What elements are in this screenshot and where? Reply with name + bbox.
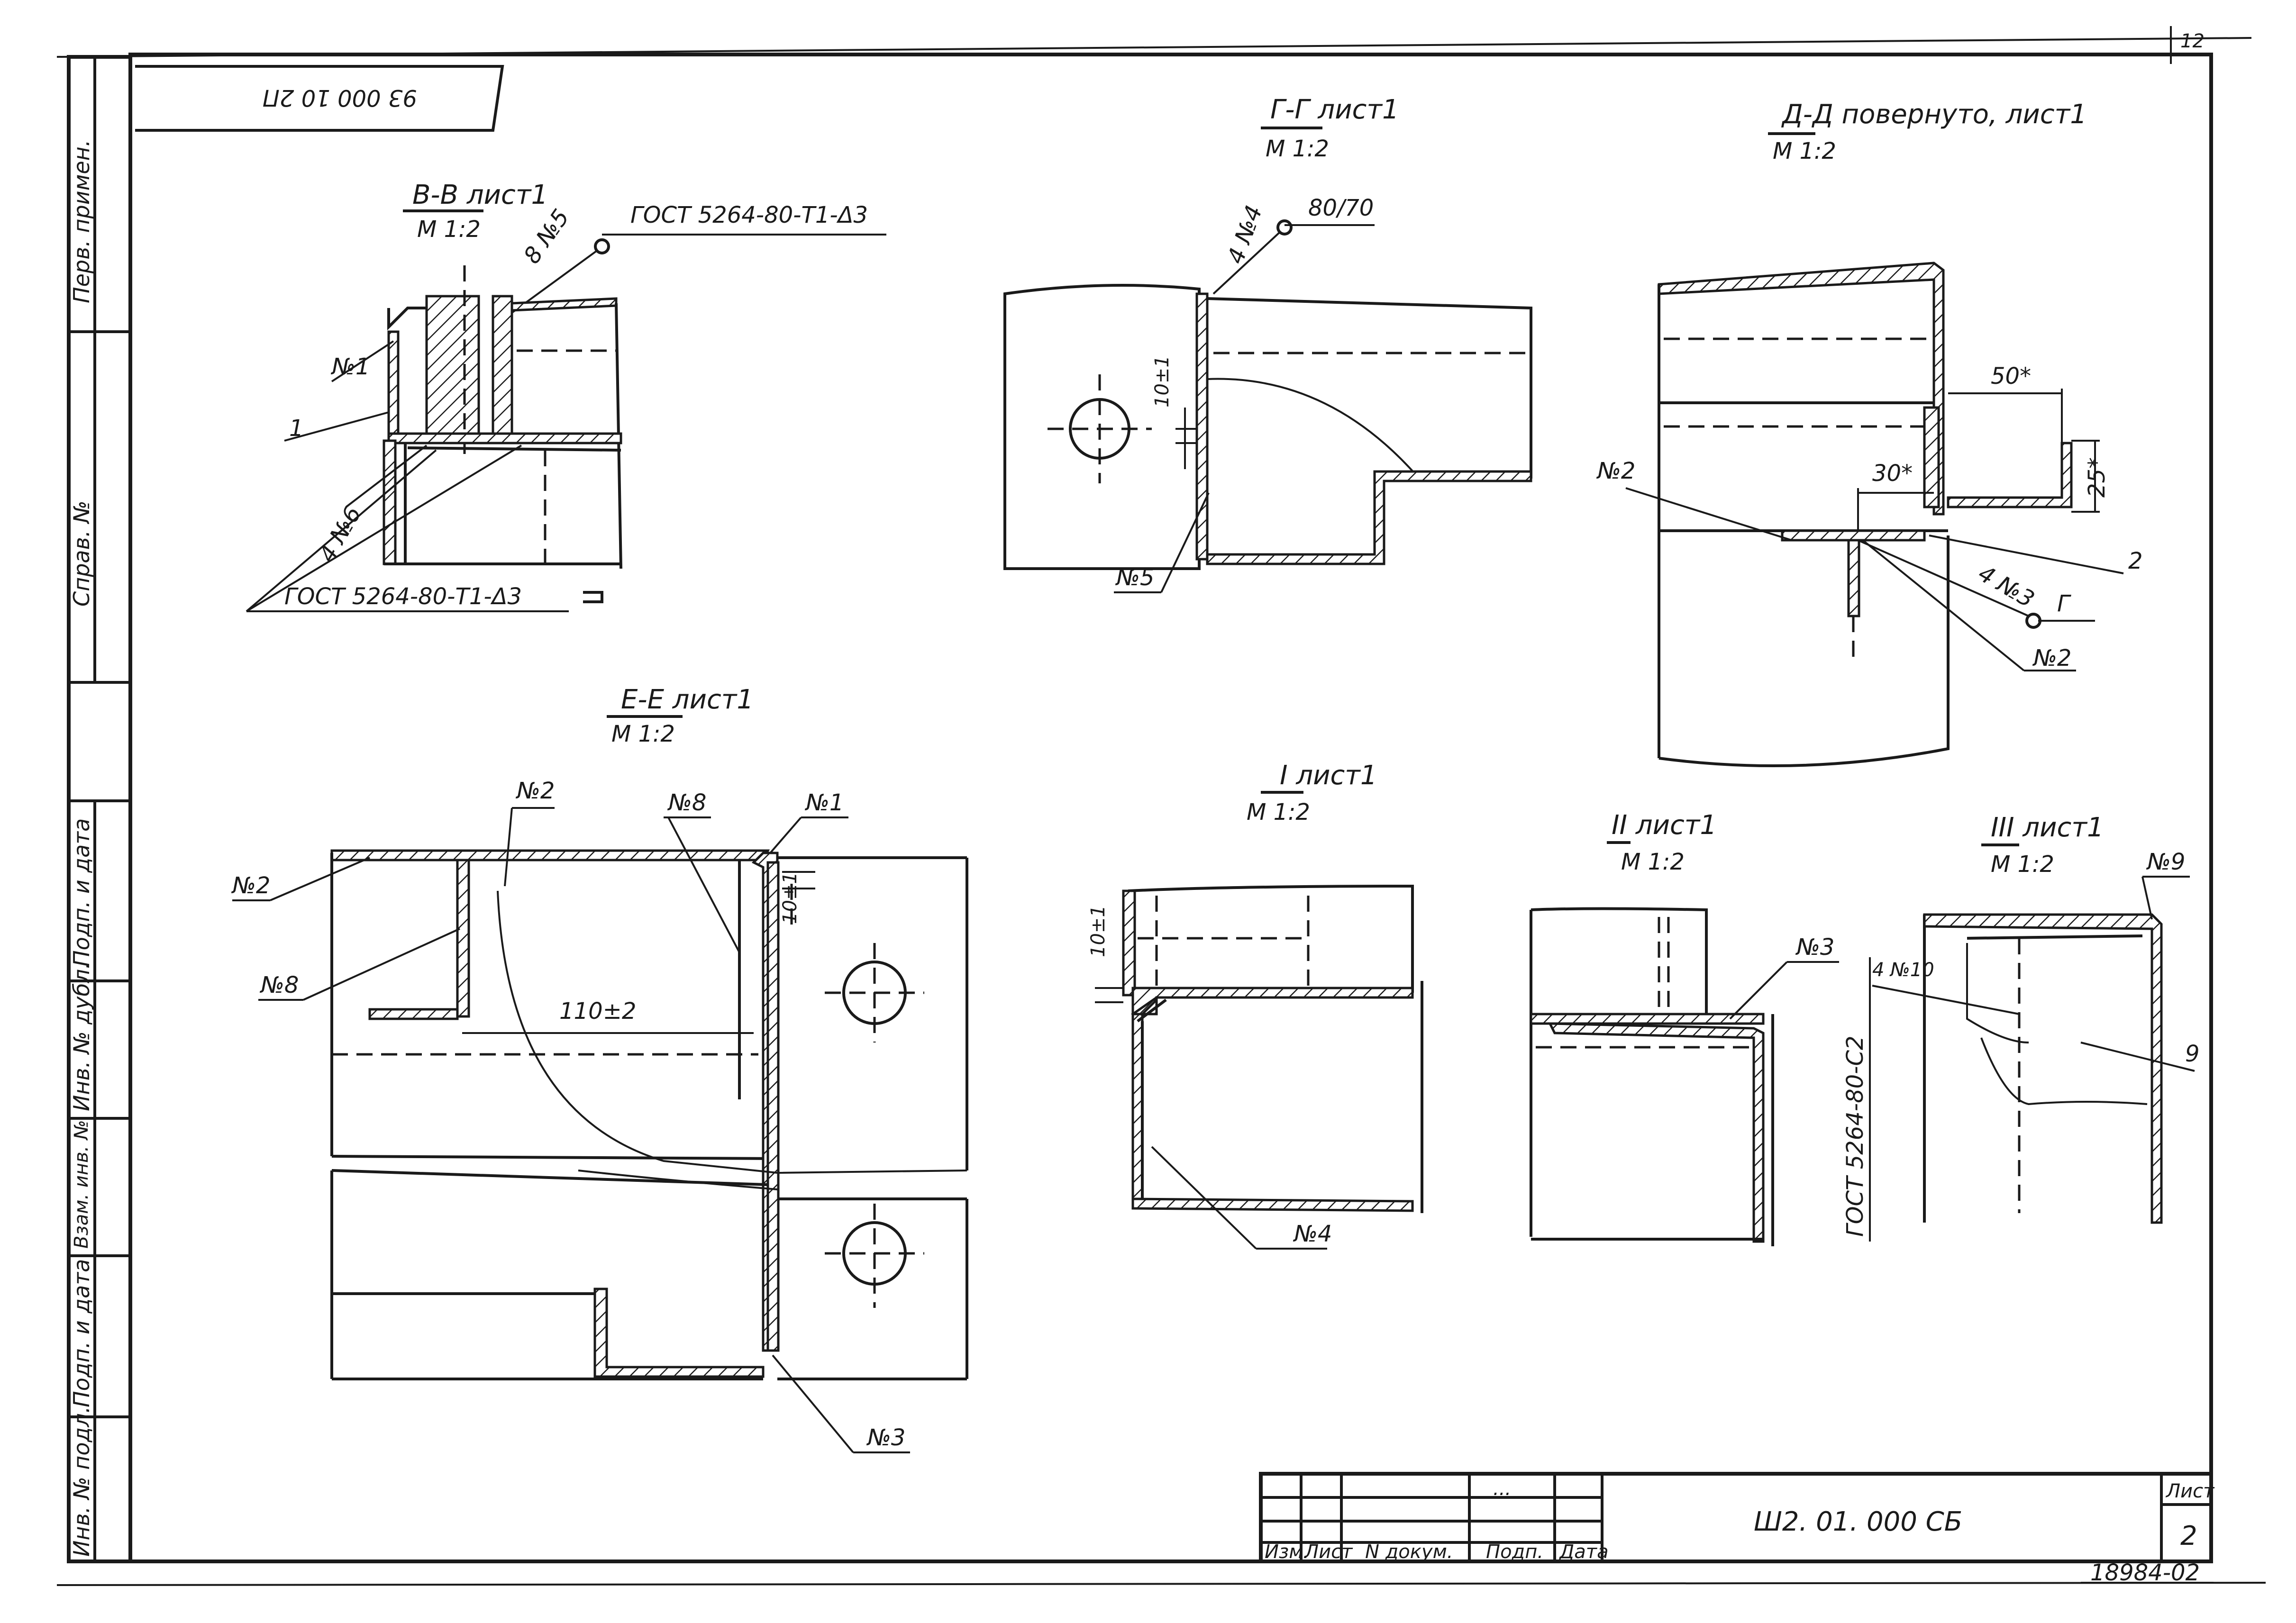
view-bb-gost-top: ГОСТ 5264-80-Т1-Δ3 — [630, 202, 868, 228]
view-dd-n2b: №2 — [2032, 645, 2071, 671]
view-dd-n2a: №2 — [1596, 458, 1635, 484]
stamp-topleft: 93 000 10 2П — [135, 65, 504, 132]
view-ii-scale: М 1:2 — [1621, 849, 1685, 875]
strip-perv-primen: Перв. примен. — [69, 140, 94, 303]
stamp-topleft-text: 93 000 10 2П — [263, 84, 417, 111]
view-bb: В-В лист1 М 1:2 ГОСТ 5264-80-Т1-Δ3 8 №5 … — [246, 180, 886, 612]
tb-col-data: Дата — [1558, 1541, 1609, 1563]
view-ee-n8a: №8 — [667, 789, 706, 816]
view-ee-dim: 110±2 — [559, 998, 636, 1025]
view-ee: Е-Е лист1 М 1:2 110±2 — [231, 684, 968, 1453]
view-gg-gap: 10±1 — [1151, 355, 1173, 408]
view-gg-weld: 4 №4 — [1222, 202, 1268, 267]
view-dd-pos2: 2 — [2128, 548, 2143, 574]
view-gg-n5: №5 — [1115, 564, 1154, 591]
view-bb-scale: М 1:2 — [417, 216, 481, 243]
tb-col-ndokum: N докум. — [1365, 1541, 1453, 1563]
view-iii-scale: М 1:2 — [1991, 851, 2054, 878]
view-ee-n2b: №2 — [515, 778, 555, 804]
tb-col-izm: Изм. — [1265, 1541, 1309, 1563]
view-iii-pos9: 9 — [2185, 1041, 2200, 1067]
tb-col-podp: Подп. — [1486, 1541, 1543, 1563]
tb-list-no: 2 — [2180, 1521, 2197, 1551]
view-i-gap: 10±1 — [1087, 905, 1109, 957]
view-ee-n3: №3 — [866, 1424, 905, 1451]
view-gg-dim: 80/70 — [1308, 195, 1374, 221]
view-ee-n8b: №8 — [259, 972, 299, 998]
view-iii-n10: 4 №10 — [1872, 959, 1934, 981]
view-dd-scale: М 1:2 — [1773, 138, 1836, 164]
view-i-title: I лист1 — [1280, 760, 1377, 791]
view-iii-n9: №9 — [2146, 849, 2185, 875]
view-i-n4: №4 — [1293, 1221, 1332, 1247]
strip-podp-data-1: Подп. и дата — [69, 818, 94, 967]
view-ee-n2a: №2 — [231, 872, 270, 899]
strip-sprav-no: Справ. № — [69, 500, 94, 607]
view-i-scale: М 1:2 — [1247, 799, 1310, 825]
view-ee-gap: 10±1 — [779, 872, 801, 924]
tb-col-list: Лист — [1303, 1541, 1353, 1563]
side-strip — [67, 55, 132, 1563]
strip-inv-no-podl: Инв. № подл. — [69, 1406, 94, 1557]
view-ee-scale: М 1:2 — [611, 721, 675, 747]
view-gg: Г-Г лист1 М 1:2 80/70 4 №4 10±1 №5 — [1003, 94, 1532, 593]
view-dd-dim50: 50* — [1991, 363, 2031, 390]
view-iii: III лист1 М 1:2 №9 4 №10 9 ГОСТ 5264-80-… — [1842, 812, 2200, 1242]
tb-list-label: Лист — [2165, 1480, 2215, 1502]
view-gg-scale: М 1:2 — [1266, 136, 1329, 162]
view-ee-n1: №1 — [804, 789, 844, 816]
view-iii-title: III лист1 — [1991, 812, 2104, 843]
view-dd: Д-Д повернуто, лист1 М 1:2 50* 25* 30* №… — [1596, 99, 2143, 767]
tb-designation: Ш2. 01. 000 СБ — [1754, 1506, 1962, 1537]
view-ii-title: II лист1 — [1612, 810, 1717, 841]
strip-podp-data-2: Подп. и дата — [69, 1259, 94, 1407]
sheet-frame — [56, 26, 2266, 1586]
view-bb-title: В-В лист1 — [412, 180, 548, 210]
view-ii-n3: №3 — [1795, 934, 1834, 961]
view-bb-gost-bottom: ГОСТ 5264-80-Т1-Δ3 — [284, 583, 522, 610]
view-bb-n6: 4 №6 — [314, 502, 367, 567]
view-ii: II лист1 М 1:2 №3 — [1530, 810, 1839, 1246]
strip-vzam-inv: Взам. инв. № — [71, 1120, 92, 1249]
view-dd-posG: Г — [2057, 590, 2071, 617]
view-dd-dim30: 30* — [1872, 460, 1913, 487]
tb-dots: ... — [1493, 1478, 1511, 1500]
view-gg-title: Г-Г лист1 — [1270, 94, 1399, 125]
view-i: I лист1 М 1:2 10±1 №4 — [1087, 760, 1423, 1250]
view-iii-gost: ГОСТ 5264-80-С2 — [1842, 1035, 1868, 1237]
corner-mark: 12 — [2180, 30, 2205, 52]
view-bb-n1: №1 — [330, 354, 370, 380]
view-dd-dim25: 25* — [2084, 457, 2110, 498]
view-bb-weld-top: 8 №5 — [519, 204, 574, 269]
title-block — [1259, 1472, 2213, 1563]
tb-archive-no: 18984-02 — [2090, 1560, 2200, 1586]
view-ee-title: Е-Е лист1 — [621, 684, 754, 715]
strip-inv-no-dubl: Инв. № дубл. — [69, 962, 94, 1111]
view-dd-title: Д-Д повернуто, лист1 — [1781, 99, 2087, 130]
